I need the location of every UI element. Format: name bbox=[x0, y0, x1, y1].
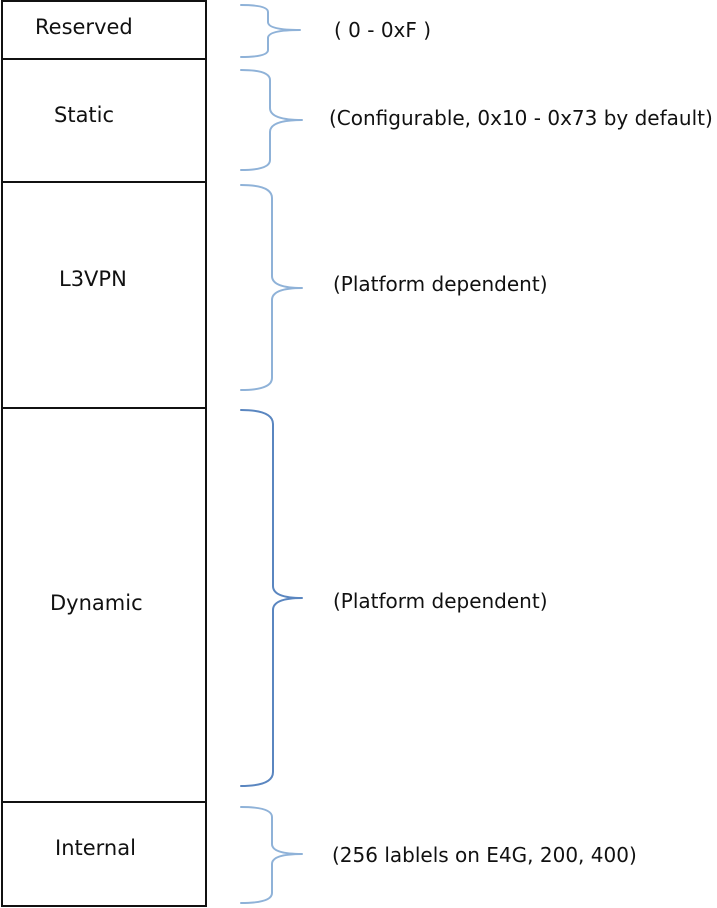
range-text-dynamic: (Platform dependent) bbox=[333, 589, 548, 613]
range-text-reserved: ( 0 - 0xF ) bbox=[334, 18, 432, 42]
brace-dynamic bbox=[240, 409, 303, 787]
brace-l3vpn bbox=[240, 184, 303, 391]
segment-static: Static bbox=[1, 58, 207, 183]
segment-label-l3vpn: L3VPN bbox=[59, 267, 127, 291]
segment-label-static: Static bbox=[54, 103, 115, 127]
segment-label-reserved: Reserved bbox=[35, 15, 133, 39]
brace-reserved bbox=[240, 4, 301, 58]
segment-label-dynamic: Dynamic bbox=[50, 591, 143, 615]
range-text-static: (Configurable, 0x10 - 0x73 by default) bbox=[329, 106, 713, 130]
segment-dynamic: Dynamic bbox=[1, 407, 207, 803]
range-text-l3vpn: (Platform dependent) bbox=[333, 272, 548, 296]
segment-label-internal: Internal bbox=[55, 836, 136, 860]
range-text-internal: (256 lablels on E4G, 200, 400) bbox=[332, 843, 637, 867]
segment-l3vpn: L3VPN bbox=[1, 181, 207, 409]
segment-internal: Internal bbox=[1, 801, 207, 907]
brace-internal bbox=[240, 806, 303, 904]
segment-reserved: Reserved bbox=[1, 0, 207, 60]
brace-static bbox=[240, 69, 303, 171]
